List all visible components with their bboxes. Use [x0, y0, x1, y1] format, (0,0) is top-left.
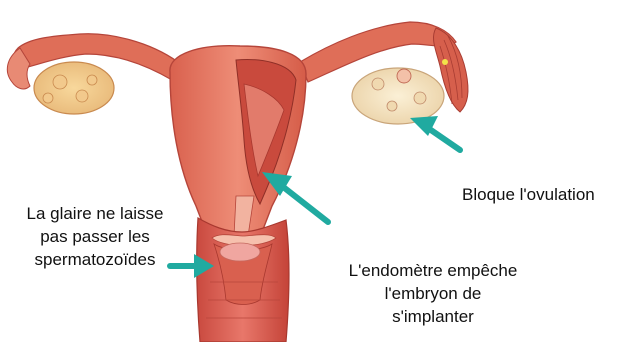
cervical-mucus-plug: [220, 243, 260, 261]
label-endometrium-line2: l'embryon de: [318, 282, 548, 305]
left-ovary: [34, 62, 114, 114]
label-cervical-mucus-line3: spermatozoïdes: [10, 248, 180, 271]
label-cervical-mucus-line1: La glaire ne laisse: [10, 202, 180, 225]
label-ovulation: Bloque l'ovulation: [462, 183, 595, 206]
label-endometrium: L'endomètre empêche l'embryon de s'impla…: [318, 259, 548, 328]
arrow-ovulation: [410, 116, 460, 150]
label-cervical-mucus-line2: pas passer les: [10, 225, 180, 248]
label-ovulation-line1: Bloque l'ovulation: [462, 183, 595, 206]
label-endometrium-line3: s'implanter: [318, 305, 548, 328]
label-endometrium-line1: L'endomètre empêche: [318, 259, 548, 282]
label-cervical-mucus: La glaire ne laisse pas passer les sperm…: [10, 202, 180, 271]
